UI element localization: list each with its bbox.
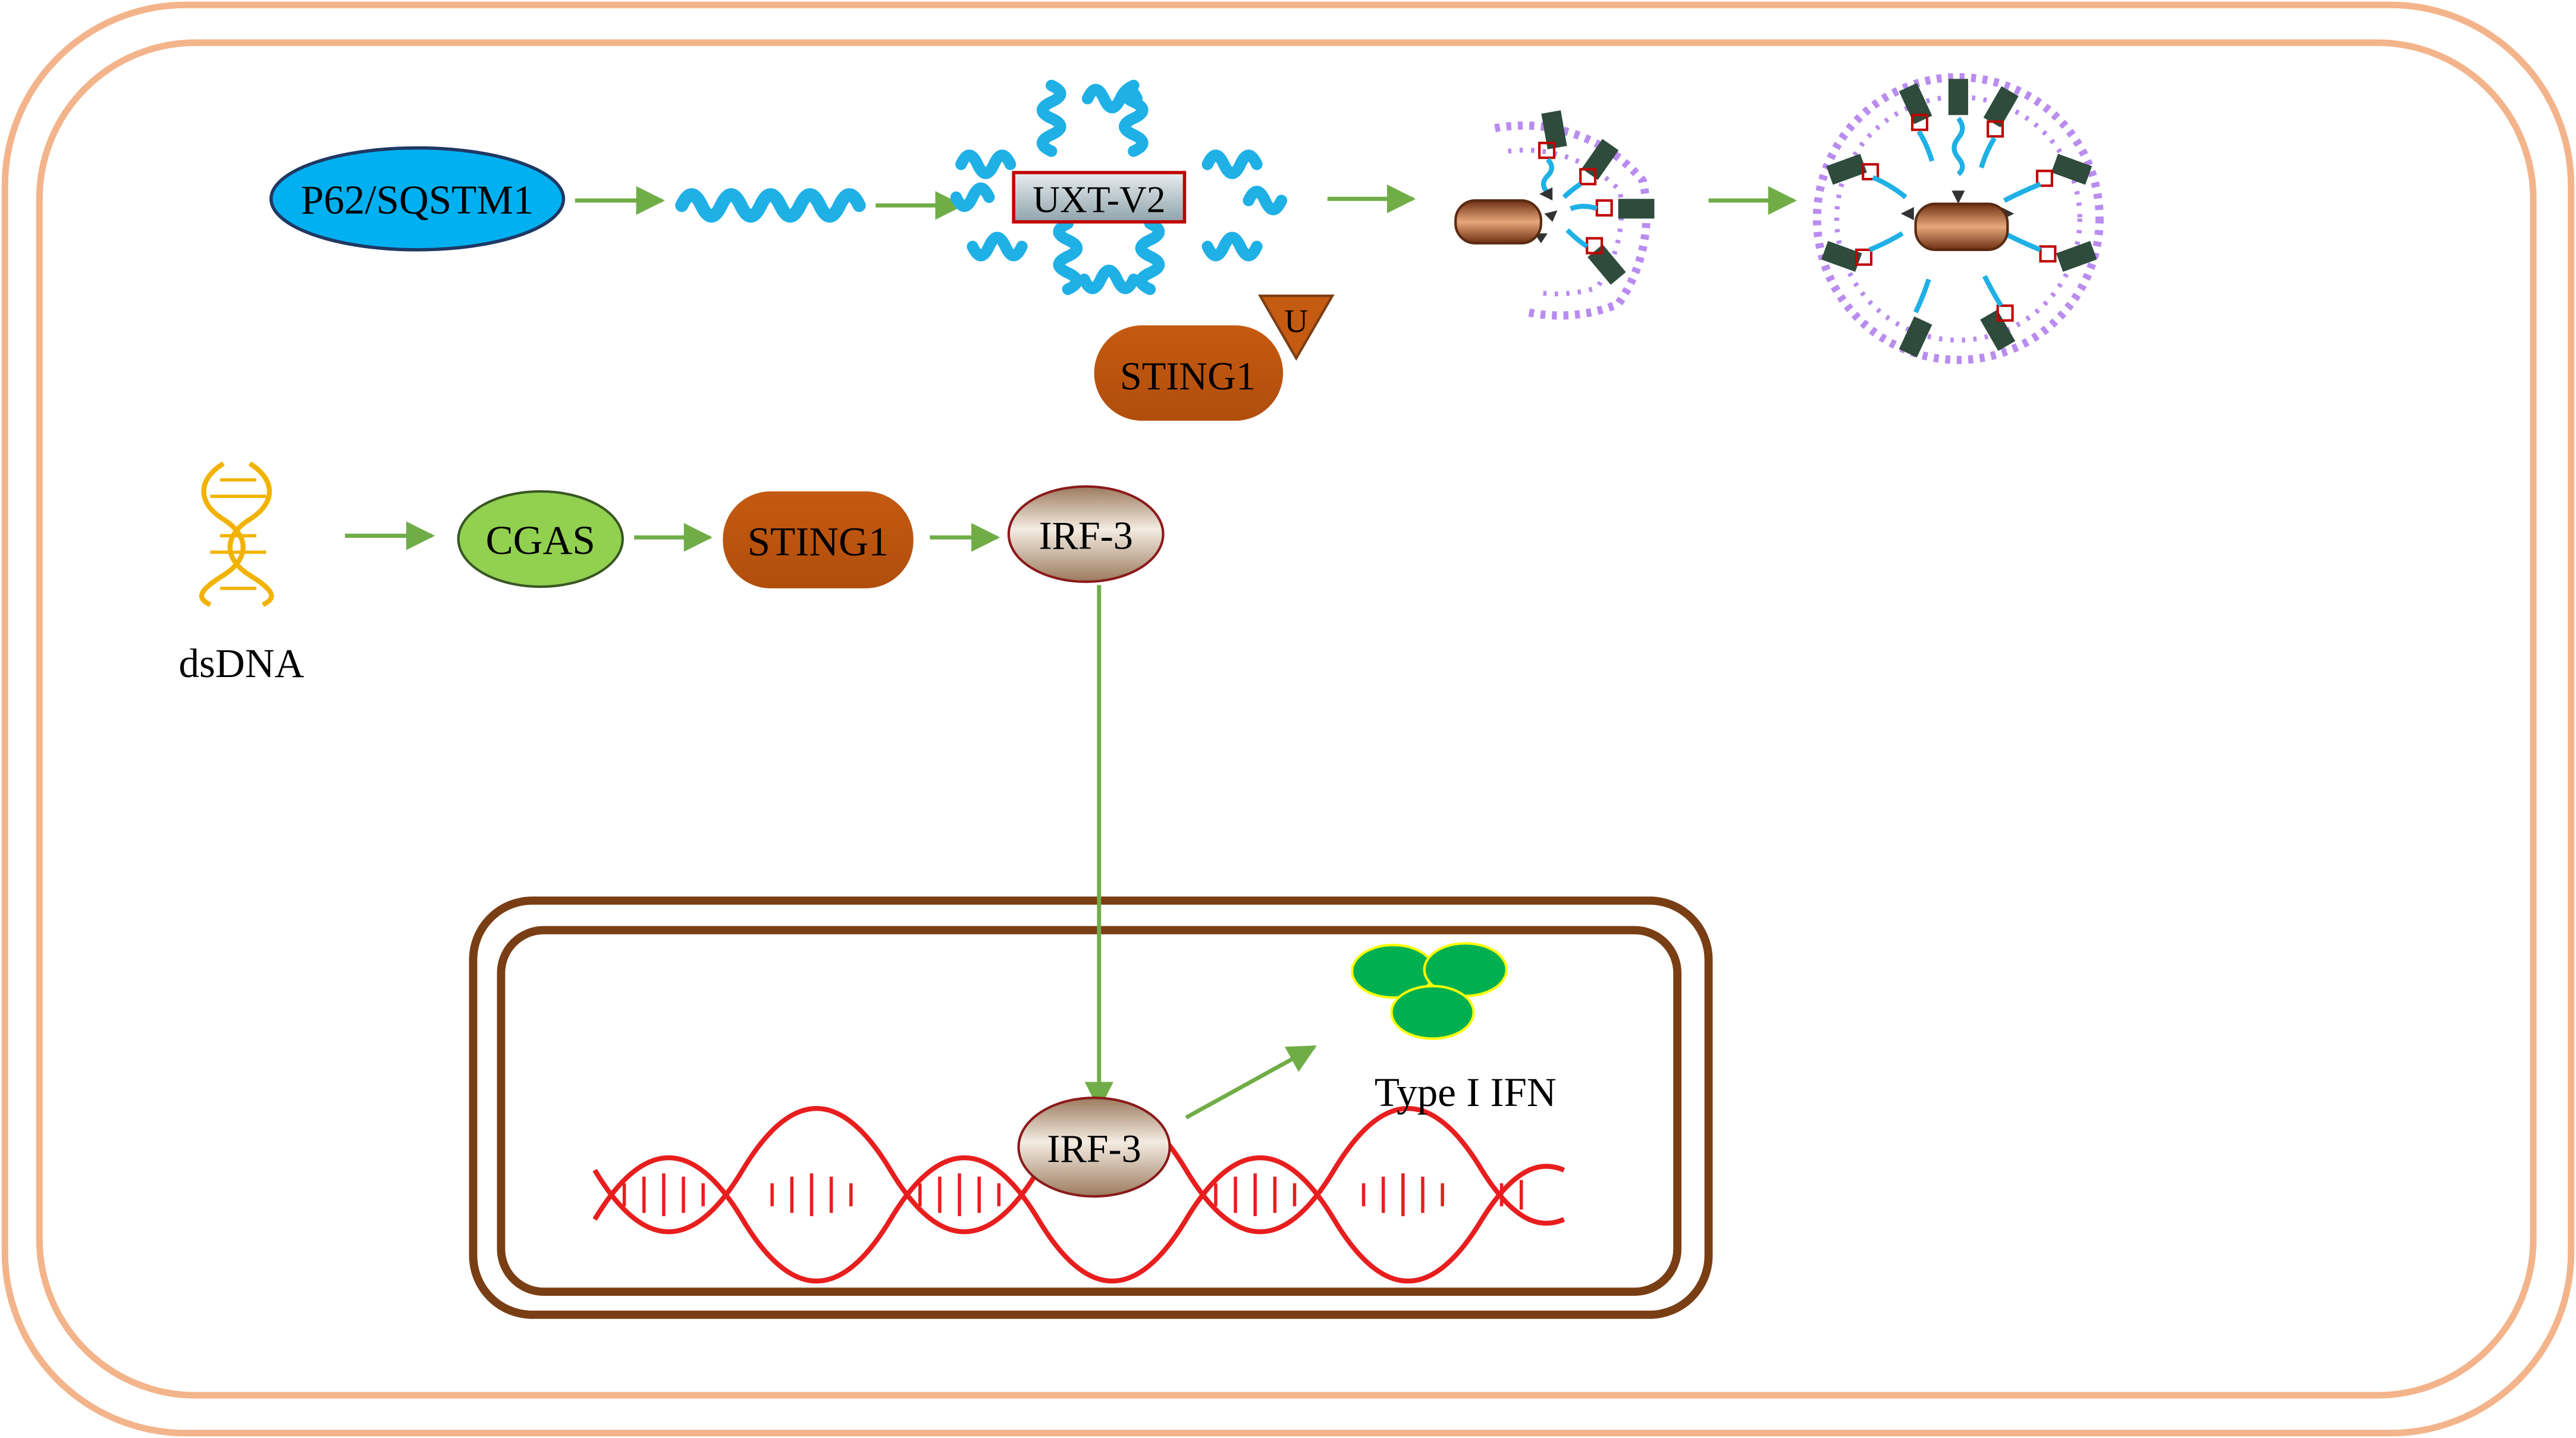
- sting-node: STING1: [723, 491, 914, 588]
- irf3-nucleus-label: IRF-3: [1047, 1127, 1141, 1171]
- cgas-label: CGAS: [486, 517, 595, 563]
- sting-ubiquitinated-node: STING1 U: [1094, 295, 1335, 421]
- cell-membrane-inner: [36, 39, 2537, 1399]
- nuclear-envelope-inner: [497, 926, 1682, 1296]
- irf3-cytoplasm-node: IRF-3: [1007, 485, 1165, 583]
- dsdna-icon: [199, 461, 274, 607]
- uxt-label: UXT-V2: [1033, 178, 1165, 220]
- phagophore-icon: [1454, 110, 1655, 320]
- arrow-irf3-to-ifn: [1185, 1045, 1317, 1120]
- uxt-helices-icon: [950, 79, 1288, 295]
- ifn-label: Type I IFN: [1375, 1069, 1557, 1115]
- autophagosome-icon: [1812, 73, 2104, 364]
- nuclear-envelope-outer: [469, 896, 1713, 1319]
- p62-helix-icon: [675, 188, 866, 223]
- sting-top-label: STING1: [1120, 355, 1256, 399]
- p62-node: P62/SQSTM1: [269, 146, 566, 252]
- uxt-complex: UXT-V2: [950, 79, 1288, 295]
- sting-mid-label: STING1: [748, 519, 889, 565]
- p62-label: P62/SQSTM1: [301, 177, 534, 223]
- dsdna-label: dsDNA: [179, 640, 305, 686]
- cgas-node: CGAS: [457, 490, 624, 588]
- ubiquitin-icon: [1257, 295, 1335, 361]
- irf3-nucleus-node: IRF-3: [1017, 1096, 1171, 1198]
- type-i-ifn-icon: [1351, 942, 1508, 1040]
- irf3-cyto-label: IRF-3: [1039, 515, 1133, 558]
- ubiquitin-label: U: [1284, 303, 1308, 339]
